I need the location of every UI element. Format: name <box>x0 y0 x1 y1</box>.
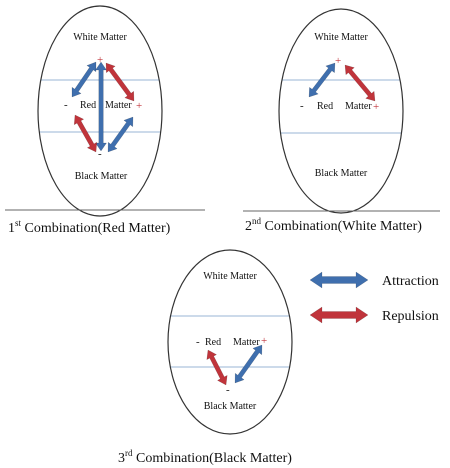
repulsion-arrow <box>73 114 98 153</box>
caption-superscript: st <box>15 218 22 228</box>
legend-repulsion-arrow <box>309 306 369 324</box>
caption-number: 2 <box>245 219 252 234</box>
caption-text: Combination(Black Matter) <box>133 451 293 466</box>
white-matter-label: White Matter <box>203 271 257 282</box>
red-label: Red <box>317 101 333 112</box>
repulsion-arrow <box>344 64 376 102</box>
panel-red-matter: White Matter Black Matter Red Matter + +… <box>37 5 163 217</box>
black-matter-label: Black Matter <box>315 168 368 179</box>
caption-number: 1 <box>8 221 15 236</box>
matter-label: Matter <box>233 337 260 348</box>
ellipse-outline <box>167 249 293 435</box>
attraction-arrow <box>107 116 134 153</box>
white-matter-label: White Matter <box>73 32 127 43</box>
minus-sign-left: - <box>300 100 304 112</box>
ellipse-outline <box>37 5 163 217</box>
plus-sign-top: + <box>97 54 103 66</box>
caption-text: Combination(Red Matter) <box>21 221 171 236</box>
plus-sign-right: + <box>261 335 267 347</box>
ellipse-outline <box>278 8 404 214</box>
attraction-arrow <box>308 62 336 98</box>
minus-sign-bottom: - <box>98 148 102 160</box>
minus-sign-bottom: - <box>226 384 230 396</box>
plus-sign-top: + <box>335 55 341 67</box>
repulsion-arrow <box>105 62 135 102</box>
caption-superscript: nd <box>252 216 262 226</box>
matter-label: Matter <box>345 101 372 112</box>
caption-superscript: rd <box>125 448 133 458</box>
caption-first-combination: 1st Combination(Red Matter) <box>8 218 171 236</box>
plus-sign-right: + <box>373 101 379 113</box>
red-label: Red <box>80 100 96 111</box>
repulsion-arrow <box>206 349 228 386</box>
attraction-arrow <box>71 61 97 98</box>
black-matter-label: Black Matter <box>204 401 257 412</box>
caption-second-combination: 2nd Combination(White Matter) <box>245 216 422 234</box>
caption-text: Combination(White Matter) <box>261 219 422 234</box>
red-label: Red <box>205 337 221 348</box>
plus-sign-right: + <box>136 100 142 112</box>
caption-third-combination: 3rd Combination(Black Matter) <box>118 448 292 466</box>
panel-black-matter: White Matter Black Matter Red Matter + -… <box>167 249 293 435</box>
black-matter-label: Black Matter <box>75 171 128 182</box>
attraction-arrow <box>234 344 263 384</box>
legend-attraction-arrow <box>309 271 369 289</box>
minus-sign-left: - <box>196 336 200 348</box>
matter-label: Matter <box>105 100 132 111</box>
caption-number: 3 <box>118 451 125 466</box>
legend: Attraction Repulsion <box>309 271 439 324</box>
legend-attraction-label: Attraction <box>382 274 439 289</box>
white-matter-label: White Matter <box>314 32 368 43</box>
attraction-arrow <box>95 61 107 152</box>
panel-white-matter: White Matter Black Matter Red Matter + +… <box>278 8 404 214</box>
legend-repulsion-label: Repulsion <box>382 309 439 324</box>
minus-sign-left: - <box>64 99 68 111</box>
